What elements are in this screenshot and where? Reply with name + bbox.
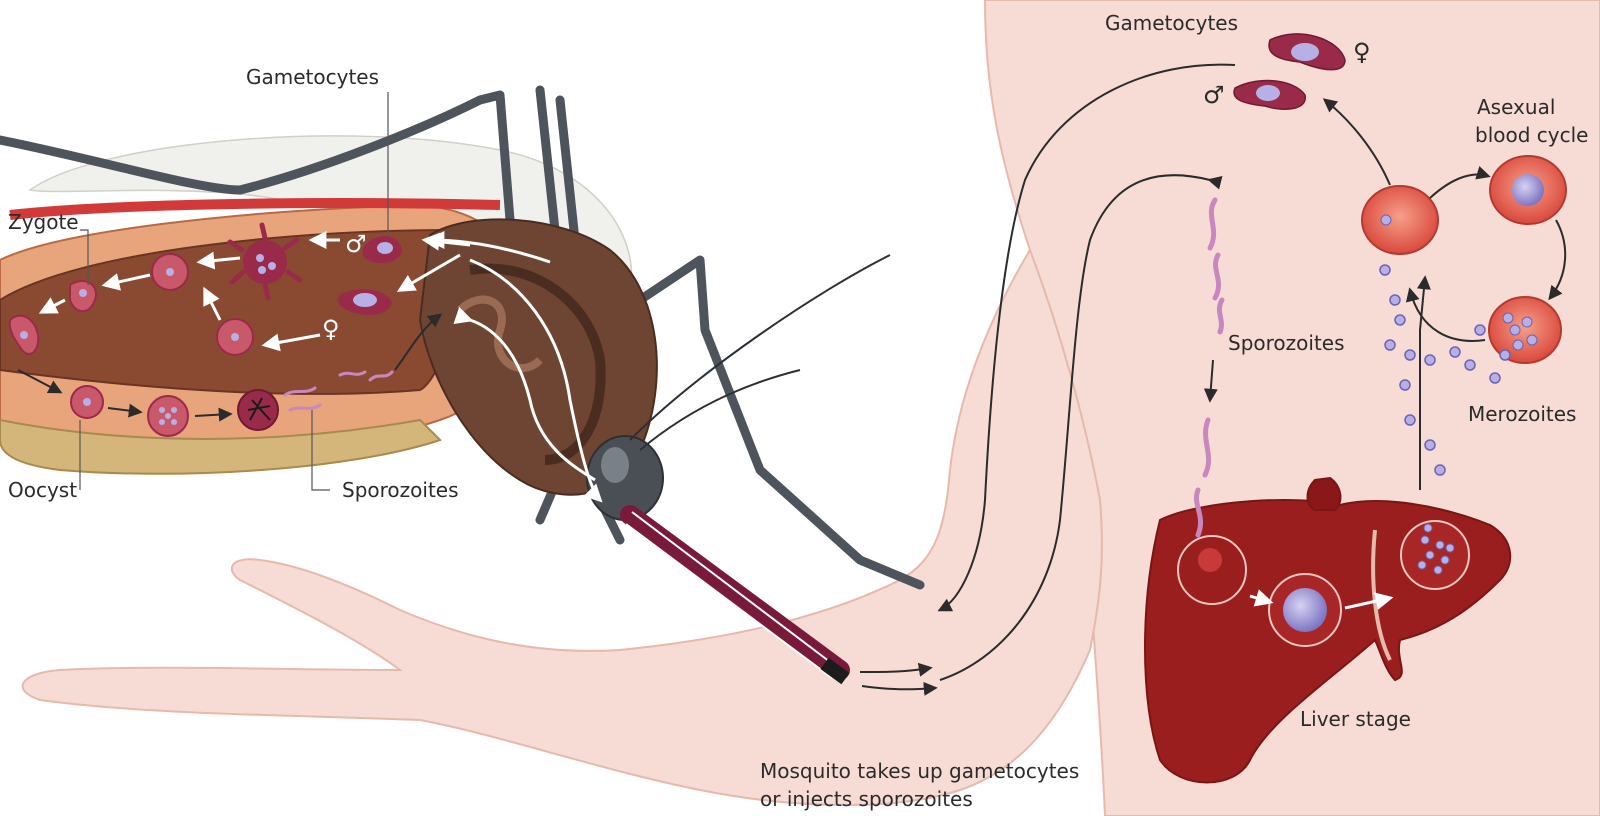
label-sporozoites-human: Sporozoites — [1228, 331, 1345, 355]
male-symbol-mosquito: ♂ — [345, 230, 367, 258]
female-symbol-human: ♀ — [1353, 38, 1371, 66]
caption-line2: or injects sporozoites — [760, 787, 973, 811]
male-symbol-human: ♂ — [1203, 81, 1225, 109]
liver — [1144, 476, 1512, 784]
label-gametocytes-mosquito: Gametocytes — [246, 65, 379, 89]
label-sporozoites-mosquito: Sporozoites — [342, 478, 459, 502]
label-asexual-line1: Asexual — [1477, 95, 1555, 119]
asexual-blood-cycle — [1322, 98, 1567, 490]
arrow-sporozoites-to-liver — [1203, 359, 1218, 403]
midgut-stages: ♂ ♀ — [8, 222, 471, 437]
label-zygote: Zygote — [8, 210, 79, 234]
leader-lines — [79, 92, 389, 491]
human-gametocytes — [1233, 33, 1346, 110]
transmission-arrows — [859, 63, 1236, 696]
mosquito — [0, 85, 925, 685]
label-asexual-line2: blood cycle — [1475, 123, 1588, 147]
label-merozoites: Merozoites — [1468, 402, 1576, 426]
label-liver-stage: Liver stage — [1300, 707, 1411, 731]
female-symbol-mosquito: ♀ — [322, 315, 340, 343]
caption-line1: Mosquito takes up gametocytes — [760, 759, 1079, 783]
label-oocyst: Oocyst — [8, 478, 77, 502]
label-gametocytes-human: Gametocytes — [1105, 11, 1238, 35]
sporozoites-to-liver — [1194, 197, 1225, 538]
merozoites — [1379, 264, 1511, 476]
